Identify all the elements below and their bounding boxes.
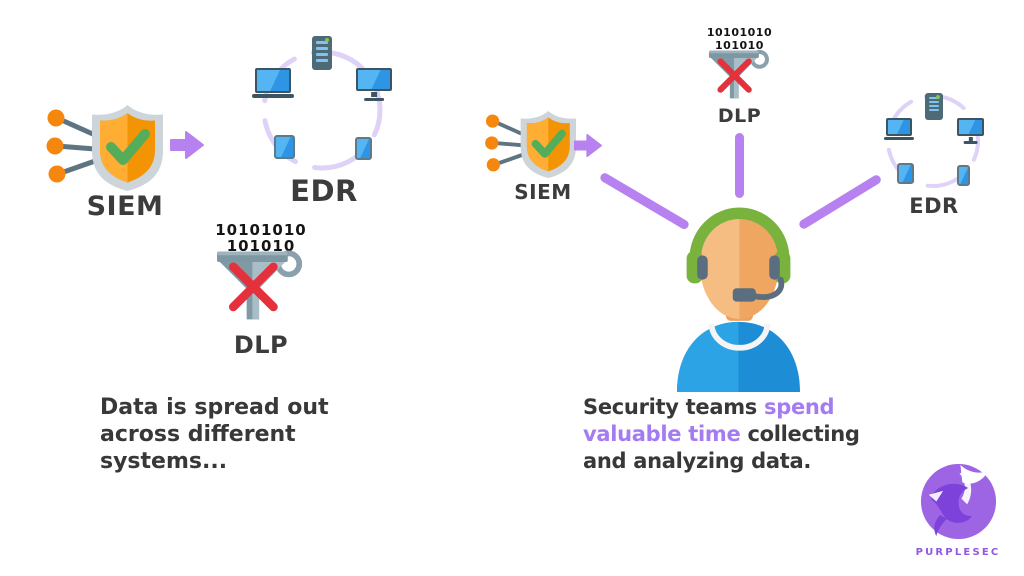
edr-device-network: EDR (868, 84, 1000, 218)
right-caption: Security teams spend valuable time colle… (583, 394, 893, 475)
caption-text: collecting (740, 422, 860, 446)
server-icon (925, 93, 943, 120)
binary-text: 101010 (715, 39, 764, 52)
purplesec-dragon-icon (920, 463, 996, 540)
funnel-x-icon (217, 250, 303, 320)
dlp-funnel-group: 10101010 101010 DLP (205, 222, 317, 359)
caption-line: and analyzing data. (583, 448, 893, 475)
monitor-icon (957, 118, 984, 144)
edr-label: EDR (909, 194, 959, 218)
edr-label: EDR (290, 174, 358, 208)
server-icon (312, 36, 332, 70)
support-agent-icon (676, 207, 801, 392)
siem-label: SIEM (514, 180, 572, 204)
caption-text: and analyzing data. (583, 449, 812, 473)
dlp-label: DLP (233, 331, 289, 359)
caption-highlight: valuable time (583, 422, 741, 446)
caption-line: Security teams spend (583, 394, 893, 421)
phone-icon (957, 165, 970, 186)
binary-text: 101010 (226, 237, 296, 255)
funnel-x-icon (708, 49, 769, 99)
caption-highlight: spend (764, 395, 835, 419)
edr-device-network: EDR (244, 28, 404, 210)
monitor-icon (356, 68, 392, 101)
connector-line-dlp (735, 133, 744, 198)
caption-text: Security teams (583, 395, 765, 419)
tablet-icon (897, 163, 914, 184)
binary-text: 10101010 (215, 221, 307, 239)
flow-arrow-icon (170, 131, 204, 159)
laptop-icon (252, 68, 294, 98)
tablet-icon (274, 135, 295, 159)
dlp-label: DLP (717, 105, 762, 127)
brand-name: PURPLESEC (915, 547, 1001, 558)
phone-icon (355, 137, 372, 160)
dlp-funnel-group: 10101010 101010 DLP (692, 26, 787, 127)
siem-shield-icon (485, 110, 576, 179)
flow-arrow-icon (574, 133, 602, 158)
laptop-icon (884, 118, 914, 140)
siem-shield-icon (46, 105, 163, 191)
siem-label: SIEM (86, 191, 164, 222)
left-caption: Data is spread out across different syst… (100, 395, 329, 474)
binary-text: 10101010 (706, 26, 773, 39)
caption-line: valuable time collecting (583, 421, 893, 448)
purplesec-logo: PURPLESEC (908, 463, 1008, 558)
